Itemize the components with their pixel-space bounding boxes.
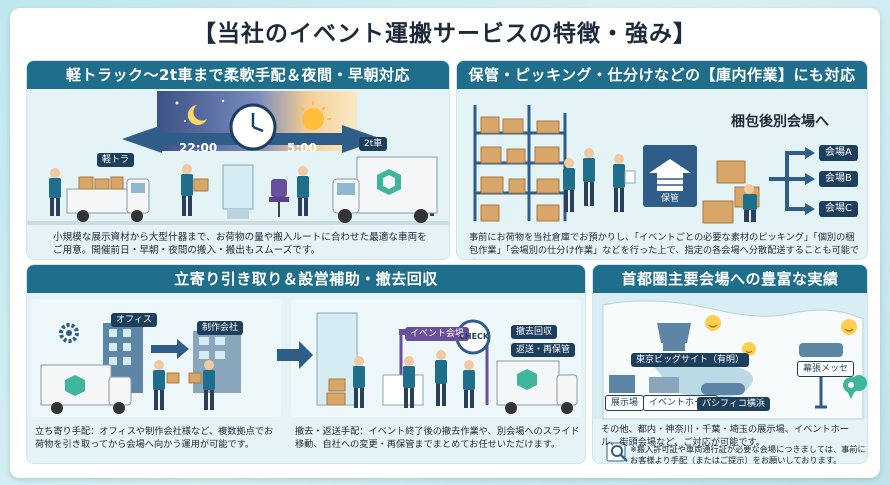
- panel-pickup-setup: 立寄り引き取り＆設営補助・撤去回収: [26, 264, 586, 464]
- pickup-setup-illustration: [31, 299, 581, 417]
- main-title: 【当社のイベント運搬サービスの特徴・強み】: [193, 21, 697, 47]
- night-morning-illustration: [27, 91, 449, 225]
- kei-truck-illustration: [66, 176, 150, 222]
- removal-description: 撤去・返送手配：イベント終了後の撤去作業や、別会場へのスライド移動、自社への変更…: [295, 426, 580, 450]
- display-fixture-illustration: [222, 164, 289, 219]
- time-night: 22:00: [179, 141, 218, 155]
- kei-truck-label: 軽トラ: [97, 153, 135, 167]
- big-sight-label: 東京ビッグサイト（有明）: [631, 353, 750, 367]
- venue-c: 会場C: [819, 201, 858, 217]
- venue-a: 会場A: [819, 145, 858, 161]
- two-ton-truck-label: 2t車: [359, 137, 388, 151]
- storage-label: 保管: [661, 194, 680, 204]
- venue-b: 会場B: [819, 171, 858, 187]
- panel-vehicles-description: 小規模な展示資材から大型什器まで、お荷物の量や搬入ルートに合わせた最適な車両をご…: [53, 232, 427, 256]
- infographic-frame: 【当社のイベント運搬サービスの特徴・強み】 軽トラック〜2t車まで柔軟手配＆夜間…: [10, 8, 880, 478]
- panel-warehouse-description: 事前にお荷物を当社倉庫でお預かりし、「イベントごとの必要な素材のピッキング」「個…: [469, 232, 860, 259]
- pickup-truck-illustration: [40, 364, 132, 414]
- pickup-description: 立ち寄り手配：オフィスや制作会社様など、複数拠点でお荷物を引き取ってから会場へ向…: [35, 426, 274, 450]
- big-sight-icon: [657, 323, 691, 351]
- event-venue-label: イベント会場: [405, 327, 470, 341]
- agency-building-icon: [193, 331, 241, 393]
- panel-pickup-heading: 立寄り引き取り＆設営補助・撤去回収: [27, 265, 585, 293]
- pacifico-label: パシフィコ横浜: [697, 397, 770, 411]
- check-label: CHECK: [459, 332, 490, 341]
- panel-venues: 首都圏主要会場への豊富な実績: [592, 264, 868, 464]
- return-tag: 返送・再保管: [511, 343, 576, 357]
- makuhari-icon: [799, 343, 843, 357]
- warehouse-illustration: [473, 105, 815, 224]
- moon-icon: [187, 105, 207, 125]
- sun-icon: [302, 108, 324, 130]
- makuhari-label: 幕張メッセ: [797, 361, 855, 377]
- pacifico-icon: [701, 383, 745, 395]
- permit-note: ※搬入許可証や車両通行証が必要な会場につきましては、事前にお客様より手配（または…: [630, 444, 866, 465]
- two-ton-truck-illustration: [332, 156, 438, 223]
- smile-icon: [705, 315, 857, 356]
- exhibit-label: 展示場: [605, 395, 645, 411]
- event-hall-icon: [649, 377, 679, 393]
- panel-venues-heading: 首都圏主要会場への豊富な実績: [593, 265, 867, 293]
- office-label: オフィス: [111, 313, 157, 327]
- time-morning: 5:00: [287, 141, 317, 155]
- panel-warehouse: 保管・ピッキング・仕分けなどの【庫内作業】にも対応: [456, 60, 868, 260]
- magnifier-icon: [606, 442, 628, 462]
- agency-label: 制作会社: [197, 321, 244, 335]
- gear-icon: [59, 323, 79, 343]
- panel-warehouse-heading: 保管・ピッキング・仕分けなどの【庫内作業】にも対応: [457, 61, 867, 89]
- removal-tag: 撤去回収: [511, 325, 558, 339]
- return-truck-illustration: [496, 360, 578, 414]
- pack-to-venue-label: 梱包後別会場へ: [731, 114, 829, 130]
- panel-venues-description: その他、都内・神奈川・千葉・埼玉の展示場、イベントホール、街頭会場など、ご対応が…: [601, 424, 850, 448]
- exhibit-hall-icon: [609, 375, 635, 393]
- panel-vehicles-heading: 軽トラック〜2t車まで柔軟手配＆夜間・早朝対応: [27, 61, 449, 89]
- panel-vehicles: 軽トラック〜2t車まで柔軟手配＆夜間・早朝対応: [26, 60, 450, 260]
